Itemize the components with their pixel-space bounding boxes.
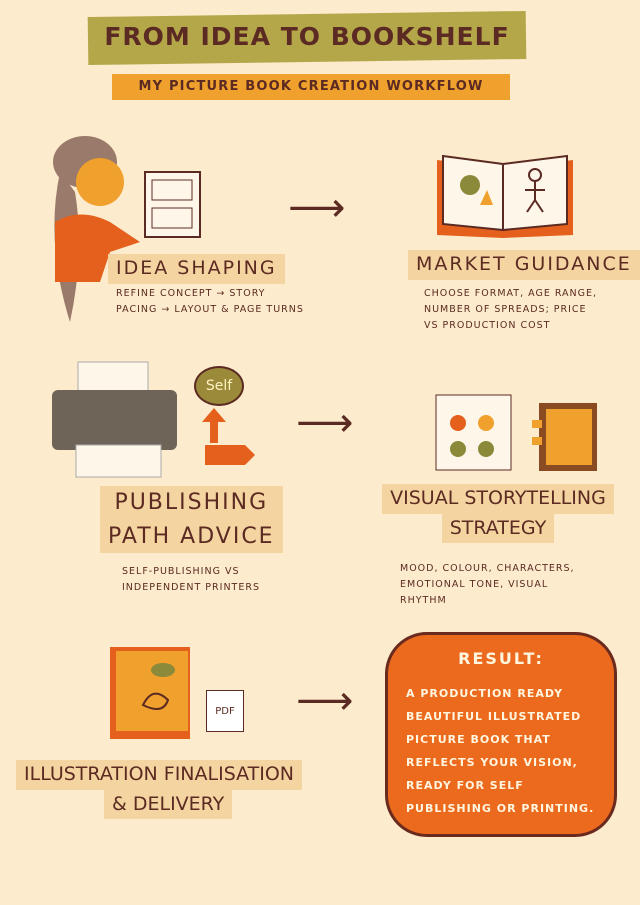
step-illustration-finalisation-title: Illustration Finalisation & Delivery	[16, 760, 376, 820]
note-line: emotional tone, visual	[400, 579, 549, 591]
step-publishing-path-title: Publishing Path Advice	[100, 486, 283, 554]
printer-illustration	[52, 361, 255, 478]
arrow-right-icon: ⟶	[288, 185, 346, 231]
arrow-right-icon: ⟶	[296, 678, 354, 724]
step-visual-storytelling-title: Visual Storytelling Strategy	[360, 484, 636, 544]
title-line: Illustration Finalisation	[16, 760, 303, 790]
note-line: Choose format, age range,	[424, 288, 598, 299]
open-book-illustration	[437, 154, 573, 238]
title-line: Visual Storytelling	[382, 484, 614, 514]
result-box: RESULT: A production ready beautiful ill…	[385, 632, 617, 837]
step-idea-shaping-title: Idea Shaping	[108, 254, 285, 284]
note-line: rhythm	[400, 595, 447, 607]
title-line: Path Advice	[100, 519, 283, 554]
pdf-file-icon: PDF	[206, 690, 244, 732]
note-line: Pacing → layout & page turns	[116, 304, 304, 316]
result-text: A production ready beautiful illustrated…	[406, 687, 595, 816]
page-subtitle: MY PICTURE BOOK CREATION WORKFLOW	[138, 79, 484, 94]
subtitle-band	[112, 74, 510, 100]
arrow-right-icon: ⟶	[296, 400, 354, 446]
finished-book-illustration	[110, 647, 190, 739]
note-line: independent printers	[122, 582, 260, 594]
page-title: FROM IDEA TO BOOKSHELF	[104, 22, 510, 51]
note-line: vs production cost	[424, 320, 551, 332]
note-line: number of spreads; price	[424, 304, 587, 316]
step-publishing-path-notes: Self-publishing vs independent printers	[122, 564, 260, 596]
note-line: Refine concept → story	[116, 288, 266, 299]
woman-with-storyboard-illustration	[53, 136, 201, 322]
colour-palette-and-sketchbook-illustration	[435, 394, 597, 471]
step-market-guidance-notes: Choose format, age range, number of spre…	[424, 286, 597, 334]
note-line: Self-publishing vs	[122, 566, 240, 577]
step-visual-storytelling-notes: Mood, colour, characters, emotional tone…	[400, 561, 575, 609]
step-market-guidance-title: Market Guidance	[408, 250, 640, 280]
step-idea-shaping-notes: Refine concept → story Pacing → layout &…	[116, 286, 304, 318]
self-badge: Self	[194, 366, 244, 406]
title-line: & Delivery	[104, 789, 233, 820]
title-line: Publishing	[100, 486, 283, 520]
title-line: Strategy	[441, 513, 555, 544]
result-title: RESULT:	[458, 649, 544, 668]
note-line: Mood, colour, characters,	[400, 563, 575, 574]
